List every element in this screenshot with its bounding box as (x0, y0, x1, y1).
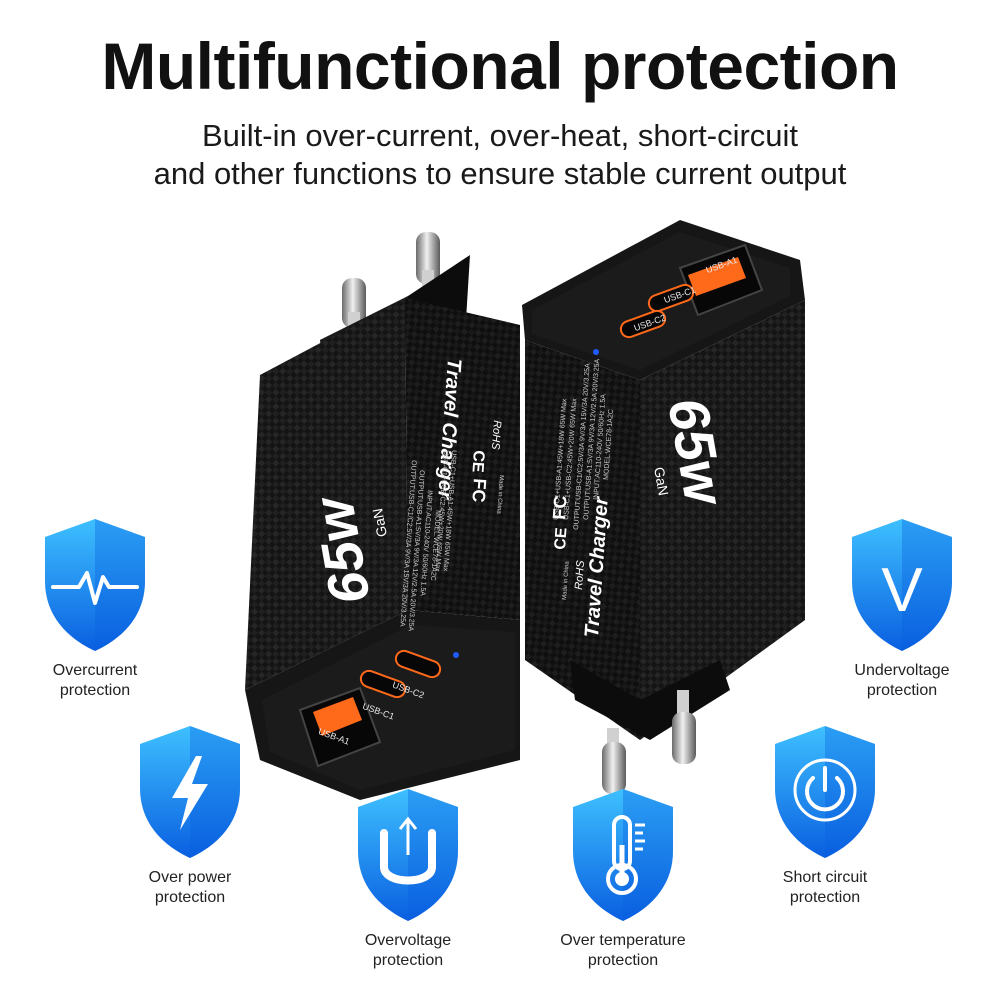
feature-label-line2: protection (59, 682, 131, 699)
feature-label-line1: Over power (148, 869, 232, 886)
led-indicator-left (453, 652, 459, 658)
gan-label-left: GaN (369, 507, 390, 538)
made-in-label: Made in China (562, 560, 571, 600)
fc-mark: FC (468, 478, 490, 503)
feature-label-line2: protection (587, 952, 659, 969)
feature-shortcircuit: Short circuit protection (735, 722, 915, 908)
port-usb-c2-right (619, 309, 667, 339)
spec-line: MODEL:WCE78-1A2C (603, 409, 615, 480)
feature-overcurrent: Overcurrent protection (5, 515, 185, 701)
shield-lightning-icon (140, 726, 240, 858)
certification-marks-right: FC CE RoHS Made in China (549, 495, 587, 600)
shield-thermometer-icon (573, 789, 673, 921)
feature-label-line1: Overcurrent (52, 662, 138, 679)
heartbeat-icon (51, 571, 139, 605)
plug-pin-right-2 (602, 728, 626, 794)
port-usb-a1-right (678, 243, 764, 317)
feature-overpower: Over power protection (100, 722, 280, 908)
page-title: Multifunctional protection (101, 29, 899, 103)
feature-overvoltage: Overvoltage protection (318, 785, 498, 971)
feature-label-line2: protection (866, 682, 938, 699)
feature-overtemp: Over temperature protection (533, 785, 713, 971)
led-indicator-right (593, 349, 599, 355)
feature-label-line2: protection (154, 889, 226, 906)
feature-label-line2: protection (789, 889, 861, 906)
spec-line: MODEL:WCE78-1A2C (429, 510, 441, 581)
charger-right: USB-A1 USB-C1 USB-C2 65w GaN Travel Char… (522, 220, 805, 794)
port-usb-a1-left (298, 686, 382, 768)
feature-label-line2: protection (372, 952, 444, 969)
subtitle-line-1: Built-in over-current, over-heat, short-… (201, 118, 799, 153)
port-usb-c1-right (647, 283, 695, 313)
rohs-mark: RoHS (573, 559, 587, 590)
port-usb-c1-left (359, 669, 407, 699)
subtitle-line-2: and other functions to ensure stable cur… (153, 156, 847, 191)
ce-mark: CE (552, 527, 571, 551)
feature-label-line1: Short circuit (782, 869, 868, 886)
plug-pin-right-1 (672, 690, 696, 764)
shield-power-icon (775, 726, 875, 858)
fc-mark: FC (549, 495, 571, 520)
shield-v-icon: V (852, 519, 952, 651)
feature-undervoltage: V Undervoltage protection (812, 515, 992, 701)
port-usb-c2-left (394, 649, 442, 679)
certification-marks-left: FC CE RoHS Made in China (468, 420, 504, 515)
power-icon (793, 758, 857, 822)
gan-label-right: GaN (651, 466, 672, 497)
shield-heartbeat-icon (45, 519, 145, 651)
feature-label-line1: Over temperature (560, 932, 686, 949)
ce-mark: CE (468, 450, 487, 474)
thermometer-icon (606, 815, 645, 895)
made-in-label: Made in China (495, 475, 504, 515)
v-icon: V (881, 556, 923, 625)
feature-label-line1: Overvoltage (364, 932, 452, 949)
shield-u-arrow-icon (358, 789, 458, 921)
lightning-icon (172, 756, 208, 830)
charger-left: USB-A1 USB-C1 USB-C2 65w GaN Travel Char… (245, 232, 520, 800)
u-arrow-icon (380, 816, 436, 885)
rohs-mark: RoHS (489, 420, 503, 451)
feature-label-line1: Undervoltage (854, 662, 950, 679)
